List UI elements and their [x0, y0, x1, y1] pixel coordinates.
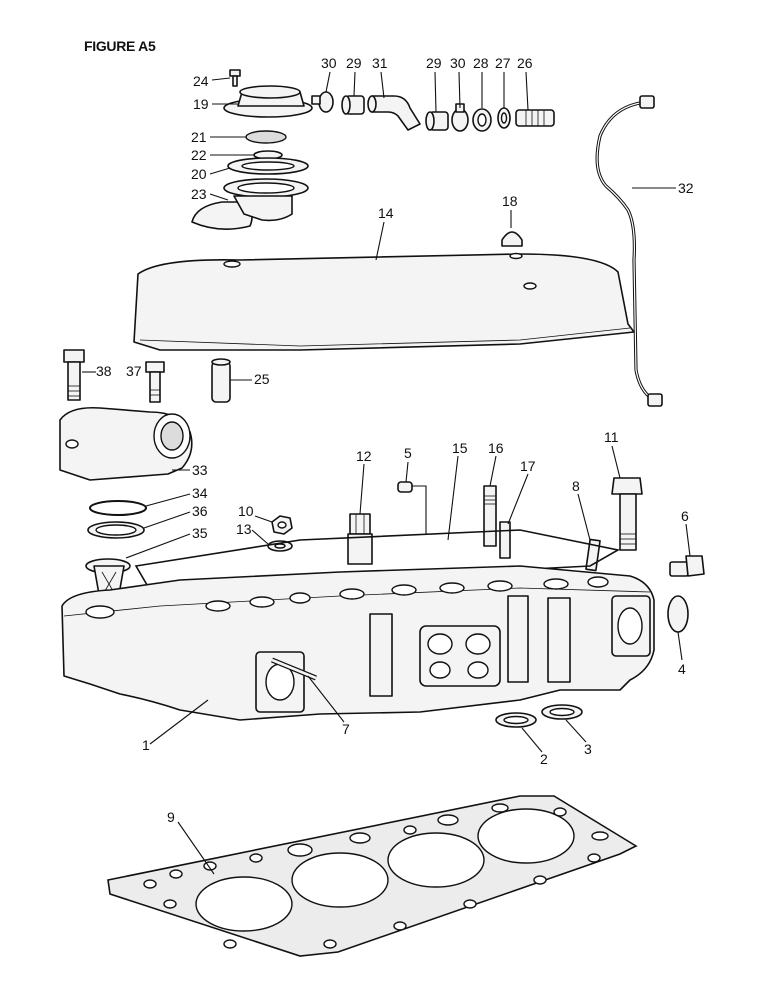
part-19-housing-cover — [223, 85, 313, 118]
part-24-screw — [229, 69, 241, 87]
part-34-o-ring — [89, 500, 147, 516]
callout-29-b: 29 — [426, 55, 442, 71]
callout-38: 38 — [96, 363, 112, 379]
part-30-hose-clip-b — [451, 103, 469, 132]
part-28-union — [472, 108, 492, 132]
part-5-dowel — [397, 481, 413, 493]
part-29-hose — [341, 95, 365, 115]
callout-32: 32 — [678, 180, 694, 196]
callout-24: 24 — [193, 73, 209, 89]
callout-labels: 24 19 21 22 20 23 30 29 31 29 30 28 27 2… — [96, 55, 694, 825]
callout-5: 5 — [404, 445, 412, 461]
part-33-water-outlet — [59, 406, 193, 481]
part-11-bolt — [611, 477, 643, 551]
callout-29-a: 29 — [346, 55, 362, 71]
callout-9: 9 — [167, 809, 175, 825]
part-17-stud — [499, 521, 511, 559]
callout-4: 4 — [678, 661, 686, 677]
callout-18: 18 — [502, 193, 518, 209]
leader-lines — [82, 71, 691, 875]
part-16-stud — [483, 485, 497, 547]
part-26-adaptor — [515, 109, 555, 127]
figure-title: FIGURE A5 — [84, 38, 156, 54]
callout-37: 37 — [126, 363, 142, 379]
callout-22: 22 — [191, 147, 207, 163]
callout-3: 3 — [584, 741, 592, 757]
part-21-filter-element — [245, 130, 287, 144]
part-36-gasket — [87, 521, 145, 539]
callout-34: 34 — [192, 485, 208, 501]
callout-14: 14 — [378, 205, 394, 221]
callout-2: 2 — [540, 751, 548, 767]
callout-10: 10 — [238, 503, 254, 519]
part-38-bolt — [63, 349, 85, 401]
callout-36: 36 — [192, 503, 208, 519]
part-29-hose-b — [425, 111, 449, 131]
part-4-core-plug — [667, 595, 689, 633]
part-7-stud — [271, 657, 317, 681]
callout-33: 33 — [192, 462, 208, 478]
callout-12: 12 — [356, 448, 372, 464]
callout-8: 8 — [572, 478, 580, 494]
callout-21: 21 — [191, 129, 207, 145]
part-18-dome-nut — [501, 231, 523, 247]
callout-11: 11 — [604, 429, 619, 445]
part-3-seal — [541, 704, 583, 720]
part-2-seal — [495, 712, 537, 728]
part-6-plug — [669, 555, 705, 577]
part-30-hose-clip — [311, 91, 334, 113]
callout-35: 35 — [192, 525, 208, 541]
part-32-pipe — [595, 95, 663, 407]
callout-1: 1 — [142, 737, 150, 753]
callout-26: 26 — [517, 55, 533, 71]
callout-6: 6 — [681, 508, 689, 524]
part-10-nut — [271, 515, 293, 535]
part-37-bolt — [145, 361, 165, 403]
part-20-gasket — [227, 157, 309, 175]
part-27-washer — [497, 107, 511, 129]
part-9-head-gasket — [107, 795, 638, 957]
part-23-housing-body — [191, 178, 309, 230]
callout-13: 13 — [236, 521, 252, 537]
callout-28: 28 — [473, 55, 489, 71]
part-25-stud — [211, 358, 231, 403]
part-1-cylinder-head — [61, 565, 655, 721]
callout-23: 23 — [191, 186, 207, 202]
callout-15: 15 — [452, 440, 468, 456]
callout-31: 31 — [372, 55, 388, 71]
callout-20: 20 — [191, 166, 207, 182]
part-14-rocker-cover — [133, 252, 635, 351]
callout-7: 7 — [342, 721, 350, 737]
part-31-bent-hose — [367, 95, 421, 131]
callout-30-a: 30 — [321, 55, 337, 71]
callout-19: 19 — [193, 96, 209, 112]
callout-25: 25 — [254, 371, 270, 387]
callout-17: 17 — [520, 458, 536, 474]
callout-16: 16 — [488, 440, 504, 456]
callout-30-b: 30 — [450, 55, 466, 71]
callout-27: 27 — [495, 55, 511, 71]
part-12-pillar — [347, 513, 373, 565]
